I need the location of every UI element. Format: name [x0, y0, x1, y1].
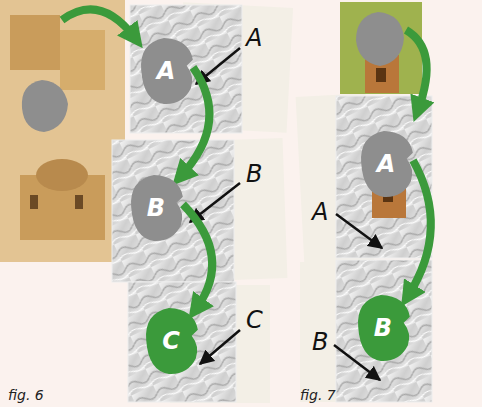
move-arrow — [408, 160, 431, 296]
stone-token: B — [125, 172, 187, 244]
pointer-label: B — [312, 330, 328, 354]
figure-caption: fig. 7 — [300, 388, 336, 402]
pointer-label: A — [312, 200, 328, 224]
stone-token: A — [135, 35, 197, 107]
stone-letter: A — [157, 59, 176, 83]
stone-letter: C — [162, 329, 180, 353]
pointer-label: C — [246, 308, 263, 332]
move-arrow — [183, 204, 212, 309]
stone-letter: B — [147, 196, 165, 220]
pointer-label: A — [246, 26, 262, 50]
stone-letter: B — [374, 316, 392, 340]
stone-token: C — [140, 305, 202, 377]
pointer-label: B — [246, 162, 262, 186]
figure-caption: fig. 6 — [8, 388, 44, 402]
stone-token: B — [352, 292, 414, 364]
stone-letter: A — [377, 152, 396, 176]
stone-token: A — [355, 128, 417, 200]
